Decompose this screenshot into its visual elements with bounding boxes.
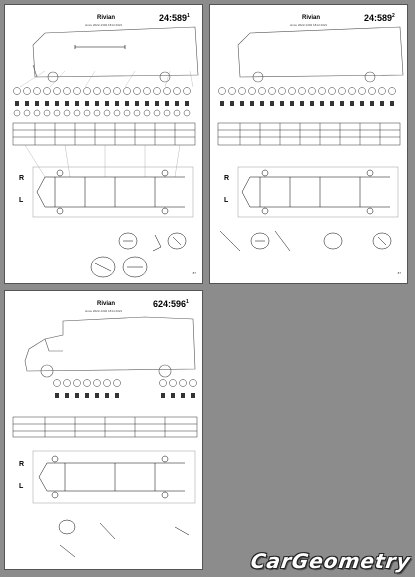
sheet-subtitle: since 2022-1302 1814 2021 [290, 23, 328, 27]
sheet-subtitle: since 2022-1302 1814 2021 [85, 23, 123, 27]
sheet-code: 24:5891 [159, 13, 190, 23]
sheet-1-drawing [12, 26, 199, 278]
sheet-3-drawing [12, 316, 198, 558]
side-label-l: L [19, 483, 24, 490]
diagram-sheet-1[interactable]: Rivian since 2022-1302 1814 2021 24:5891… [4, 4, 203, 284]
sheet-2-drawing [217, 26, 404, 252]
page-number: 87 [192, 271, 196, 275]
cargeometry-logo: CarGeometry [249, 549, 413, 573]
sheet-code: 624:5961 [153, 299, 189, 309]
side-label-r: R [19, 461, 25, 468]
diagram-sheet-2[interactable]: Rivian since 2022-1302 1814 2021 24:5892… [209, 4, 408, 284]
sheet-brand: Rivian [97, 15, 116, 21]
sheet-brand: Rivian [302, 15, 321, 21]
diagram-sheet-3[interactable]: Rivian since 2022-1302 1814 2021 624:596… [4, 290, 203, 570]
side-label-l: L [224, 197, 229, 204]
side-label-r: R [19, 175, 25, 182]
page-number: 87 [397, 271, 401, 275]
sheet-subtitle: since 2022-1302 1814 2021 [85, 309, 123, 313]
sheet-code: 24:5892 [364, 13, 395, 23]
side-label-l: L [19, 197, 24, 204]
sheet-brand: Rivian [97, 301, 116, 307]
side-label-r: R [224, 175, 230, 182]
